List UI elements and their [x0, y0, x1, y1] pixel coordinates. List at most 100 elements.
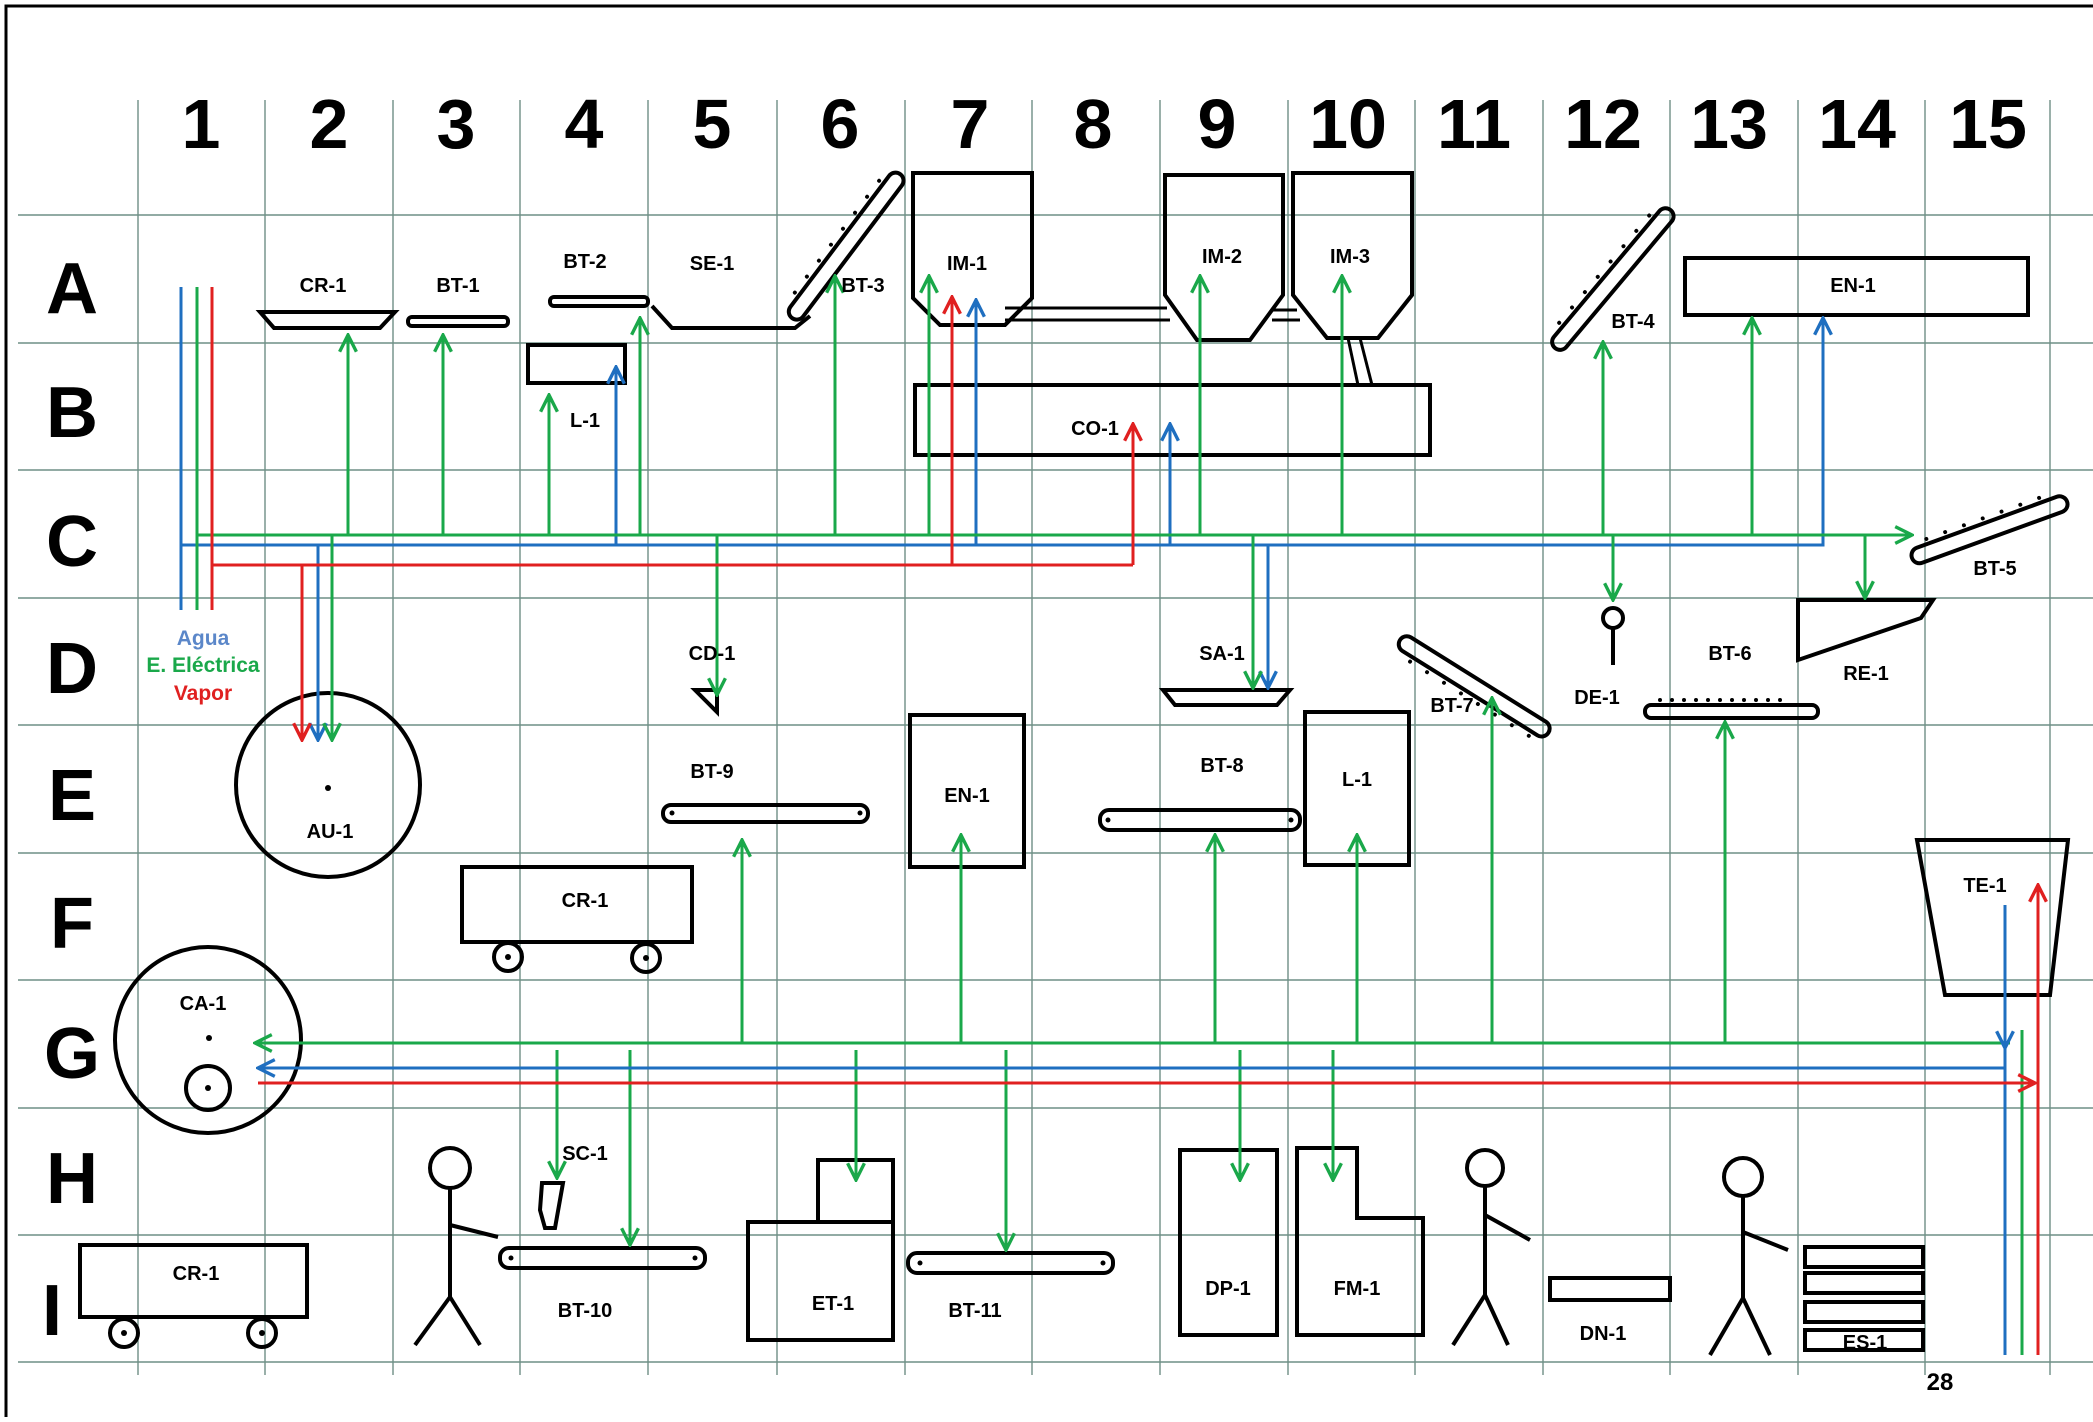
column-number: 10 [1309, 85, 1387, 163]
label-re1: RE-1 [1843, 663, 1889, 685]
row-letter: I [42, 1271, 62, 1351]
label-im3: IM-3 [1330, 246, 1370, 268]
fm1-shape [1295, 1146, 1425, 1337]
co1-shape [913, 383, 1432, 457]
ca1-shape [113, 945, 303, 1135]
worker-figure [1708, 1156, 1789, 1357]
bt3-shape [786, 170, 906, 322]
column-number: 3 [437, 85, 476, 163]
label-fm1: FM-1 [1334, 1278, 1381, 1300]
layout-grid [18, 100, 2093, 1375]
label-bt5: BT-5 [1973, 558, 2016, 580]
equipment-labels: CR-1 BT-1 BT-2 SE-1 BT-3 IM-1 IM-2 IM-3 … [173, 246, 2017, 1354]
row-letter: F [50, 884, 94, 964]
page-number: 28 [1927, 1369, 1954, 1396]
label-bt9: BT-9 [690, 761, 733, 783]
column-number: 11 [1437, 85, 1511, 163]
en1-top-shape [1683, 256, 2030, 317]
re1-shape [1796, 598, 1937, 663]
label-te1: TE-1 [1963, 875, 2006, 897]
label-ca1: CA-1 [180, 993, 227, 1015]
sa1-shape [1158, 688, 1295, 707]
label-au1: AU-1 [307, 821, 354, 843]
column-number: 5 [693, 85, 732, 163]
dn1-shape [1548, 1276, 1672, 1302]
column-number: 15 [1949, 85, 2027, 163]
label-l1-mid: L-1 [1342, 769, 1372, 791]
top-distribution-lines [179, 276, 1912, 740]
column-number: 6 [821, 85, 860, 163]
label-cd1: CD-1 [689, 643, 736, 665]
column-headers: 1 2 3 4 5 6 7 8 9 10 11 12 13 14 15 [182, 85, 2027, 163]
bt5-shape [1909, 494, 2070, 566]
bt7-shape [1396, 634, 1552, 739]
im3-shape [1291, 171, 1414, 340]
bottom-distribution-lines [255, 698, 2038, 1355]
column-number: 14 [1818, 85, 1896, 163]
column-number: 13 [1690, 85, 1768, 163]
bt11-shape [906, 1251, 1115, 1275]
label-de1: DE-1 [1574, 687, 1620, 709]
legend-power: E. Eléctrica [146, 654, 260, 677]
label-im2: IM-2 [1202, 246, 1242, 268]
label-bt11: BT-11 [948, 1300, 1001, 1322]
de1-shape [1601, 606, 1625, 630]
equipment-shapes [78, 170, 2071, 1357]
label-en1-mid: EN-1 [944, 785, 990, 807]
label-es1: ES-1 [1843, 1332, 1887, 1354]
column-number: 9 [1198, 85, 1237, 163]
label-cr1-bottom: CR-1 [173, 1263, 220, 1285]
worker-figure [1451, 1148, 1531, 1347]
row-letter: C [46, 502, 98, 582]
label-bt1: BT-1 [436, 275, 479, 297]
cr1-top-shape [255, 310, 400, 330]
cr1-mid-shape [460, 865, 694, 944]
bt4-shape [1550, 206, 1676, 352]
page-frame [4, 4, 2093, 1422]
row-letter: B [46, 373, 98, 453]
dp1-shape [1178, 1148, 1279, 1337]
label-bt3: BT-3 [841, 275, 884, 297]
au1-shape [234, 691, 422, 879]
label-dp1: DP-1 [1205, 1278, 1251, 1300]
column-number: 4 [565, 85, 604, 163]
label-im1: IM-1 [947, 253, 987, 275]
label-l1: L-1 [570, 410, 600, 432]
label-en1: EN-1 [1830, 275, 1876, 297]
label-dn1: DN-1 [1580, 1323, 1627, 1345]
label-cr1-mid: CR-1 [562, 890, 609, 912]
bt8-shape [1098, 808, 1302, 832]
legend-water: Agua [177, 627, 230, 650]
te1-shape [1914, 838, 2071, 997]
row-letter: A [46, 249, 98, 329]
bt9-shape [661, 803, 870, 824]
worker-figure [413, 1146, 499, 1347]
column-number: 1 [182, 85, 221, 163]
row-letter: D [46, 629, 98, 709]
label-bt7: BT-7 [1430, 695, 1473, 717]
bt1-shape [406, 315, 510, 328]
column-number: 12 [1564, 85, 1642, 163]
legend-steam: Vapor [174, 682, 232, 705]
bt10-shape [498, 1246, 707, 1270]
label-bt2: BT-2 [563, 251, 606, 273]
sc1-shape [537, 1181, 566, 1230]
bt6-shape [1643, 703, 1820, 720]
label-se1: SE-1 [690, 253, 734, 275]
se1-shape [650, 304, 812, 330]
label-cr1: CR-1 [300, 275, 347, 297]
im1-shape [911, 171, 1034, 327]
label-bt6: BT-6 [1708, 643, 1751, 665]
row-letter: E [48, 756, 96, 836]
es1-shape [1803, 1245, 1925, 1352]
row-headers: A B C D E F G H I [42, 249, 100, 1351]
cd1-shape [690, 688, 719, 717]
label-sc1: SC-1 [562, 1143, 608, 1165]
row-letter: H [46, 1139, 98, 1219]
column-number: 8 [1074, 85, 1113, 163]
cr1-bottom-shape [78, 1243, 309, 1319]
column-number: 2 [310, 85, 349, 163]
column-number: 7 [951, 85, 990, 163]
